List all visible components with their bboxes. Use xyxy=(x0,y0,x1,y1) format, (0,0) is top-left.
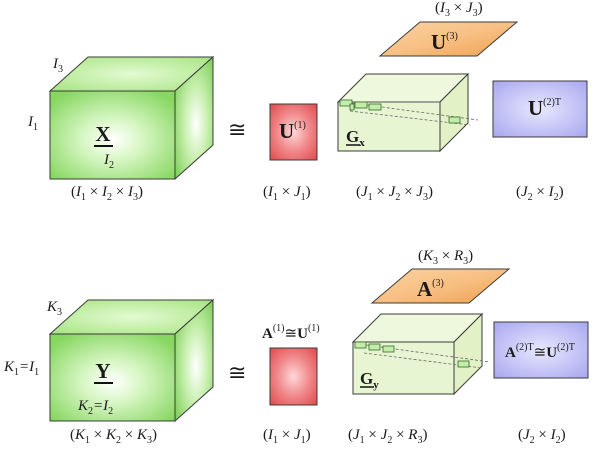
a1-matrix xyxy=(269,347,318,406)
approx-symbol-bottom: ≅ xyxy=(228,360,246,385)
core-gx-size-label: (J1 × J2 × J3) xyxy=(356,184,433,203)
a3-matrix xyxy=(370,268,511,304)
a2t-matrix xyxy=(493,321,589,379)
x-size-label: (I1 × I2 × I3) xyxy=(71,184,143,203)
y-size-label: (K1 × K2 × K3) xyxy=(70,427,157,446)
a2t-size-label: (J2 × I2) xyxy=(518,427,566,446)
dim-i2-label: I2 xyxy=(103,152,114,171)
u3-size-label: (I3 × J3) xyxy=(435,0,483,19)
a2t-label: A(2)T≅U(2)T xyxy=(505,342,575,361)
dim-i3-label: I3 xyxy=(52,56,63,75)
a3-label: A(3) xyxy=(417,277,444,301)
a1-label: A(1)≅U(1) xyxy=(262,323,320,342)
u3-label: U(3) xyxy=(431,30,458,54)
u1-label: U(1) xyxy=(279,119,306,143)
tensor-y-cube xyxy=(48,298,215,423)
u2t-size-label: (J2 × I2) xyxy=(516,184,564,203)
dim-k3-label: K3 xyxy=(46,299,62,318)
tensor-y-label: Y xyxy=(95,359,110,383)
u2t-matrix xyxy=(492,80,588,138)
approx-symbol-top: ≅ xyxy=(228,117,246,142)
core-gy-size-label: (J1 × J2 × R3) xyxy=(348,427,427,446)
core-gx-label: Gx xyxy=(346,127,365,149)
dim-k1-label: K1=I1 xyxy=(3,359,39,378)
u1-matrix xyxy=(269,103,318,161)
u2t-label: U(2)T xyxy=(528,96,561,120)
core-tensor-gy xyxy=(351,312,491,396)
a1-size-label: (I1 × J1) xyxy=(263,427,311,446)
dim-i1-label: I1 xyxy=(27,114,38,133)
core-gy-label: Gy xyxy=(360,369,379,391)
a3-size-label: (K3 × R3) xyxy=(418,248,473,267)
tensor-x-label: X xyxy=(95,122,110,146)
u1-size-label: (I1 × J1) xyxy=(263,184,311,203)
dim-k2-label: K2=I2 xyxy=(77,398,113,417)
u3-matrix xyxy=(378,21,519,57)
tensor-x-cube xyxy=(48,55,215,181)
core-tensor-gx xyxy=(336,72,479,153)
